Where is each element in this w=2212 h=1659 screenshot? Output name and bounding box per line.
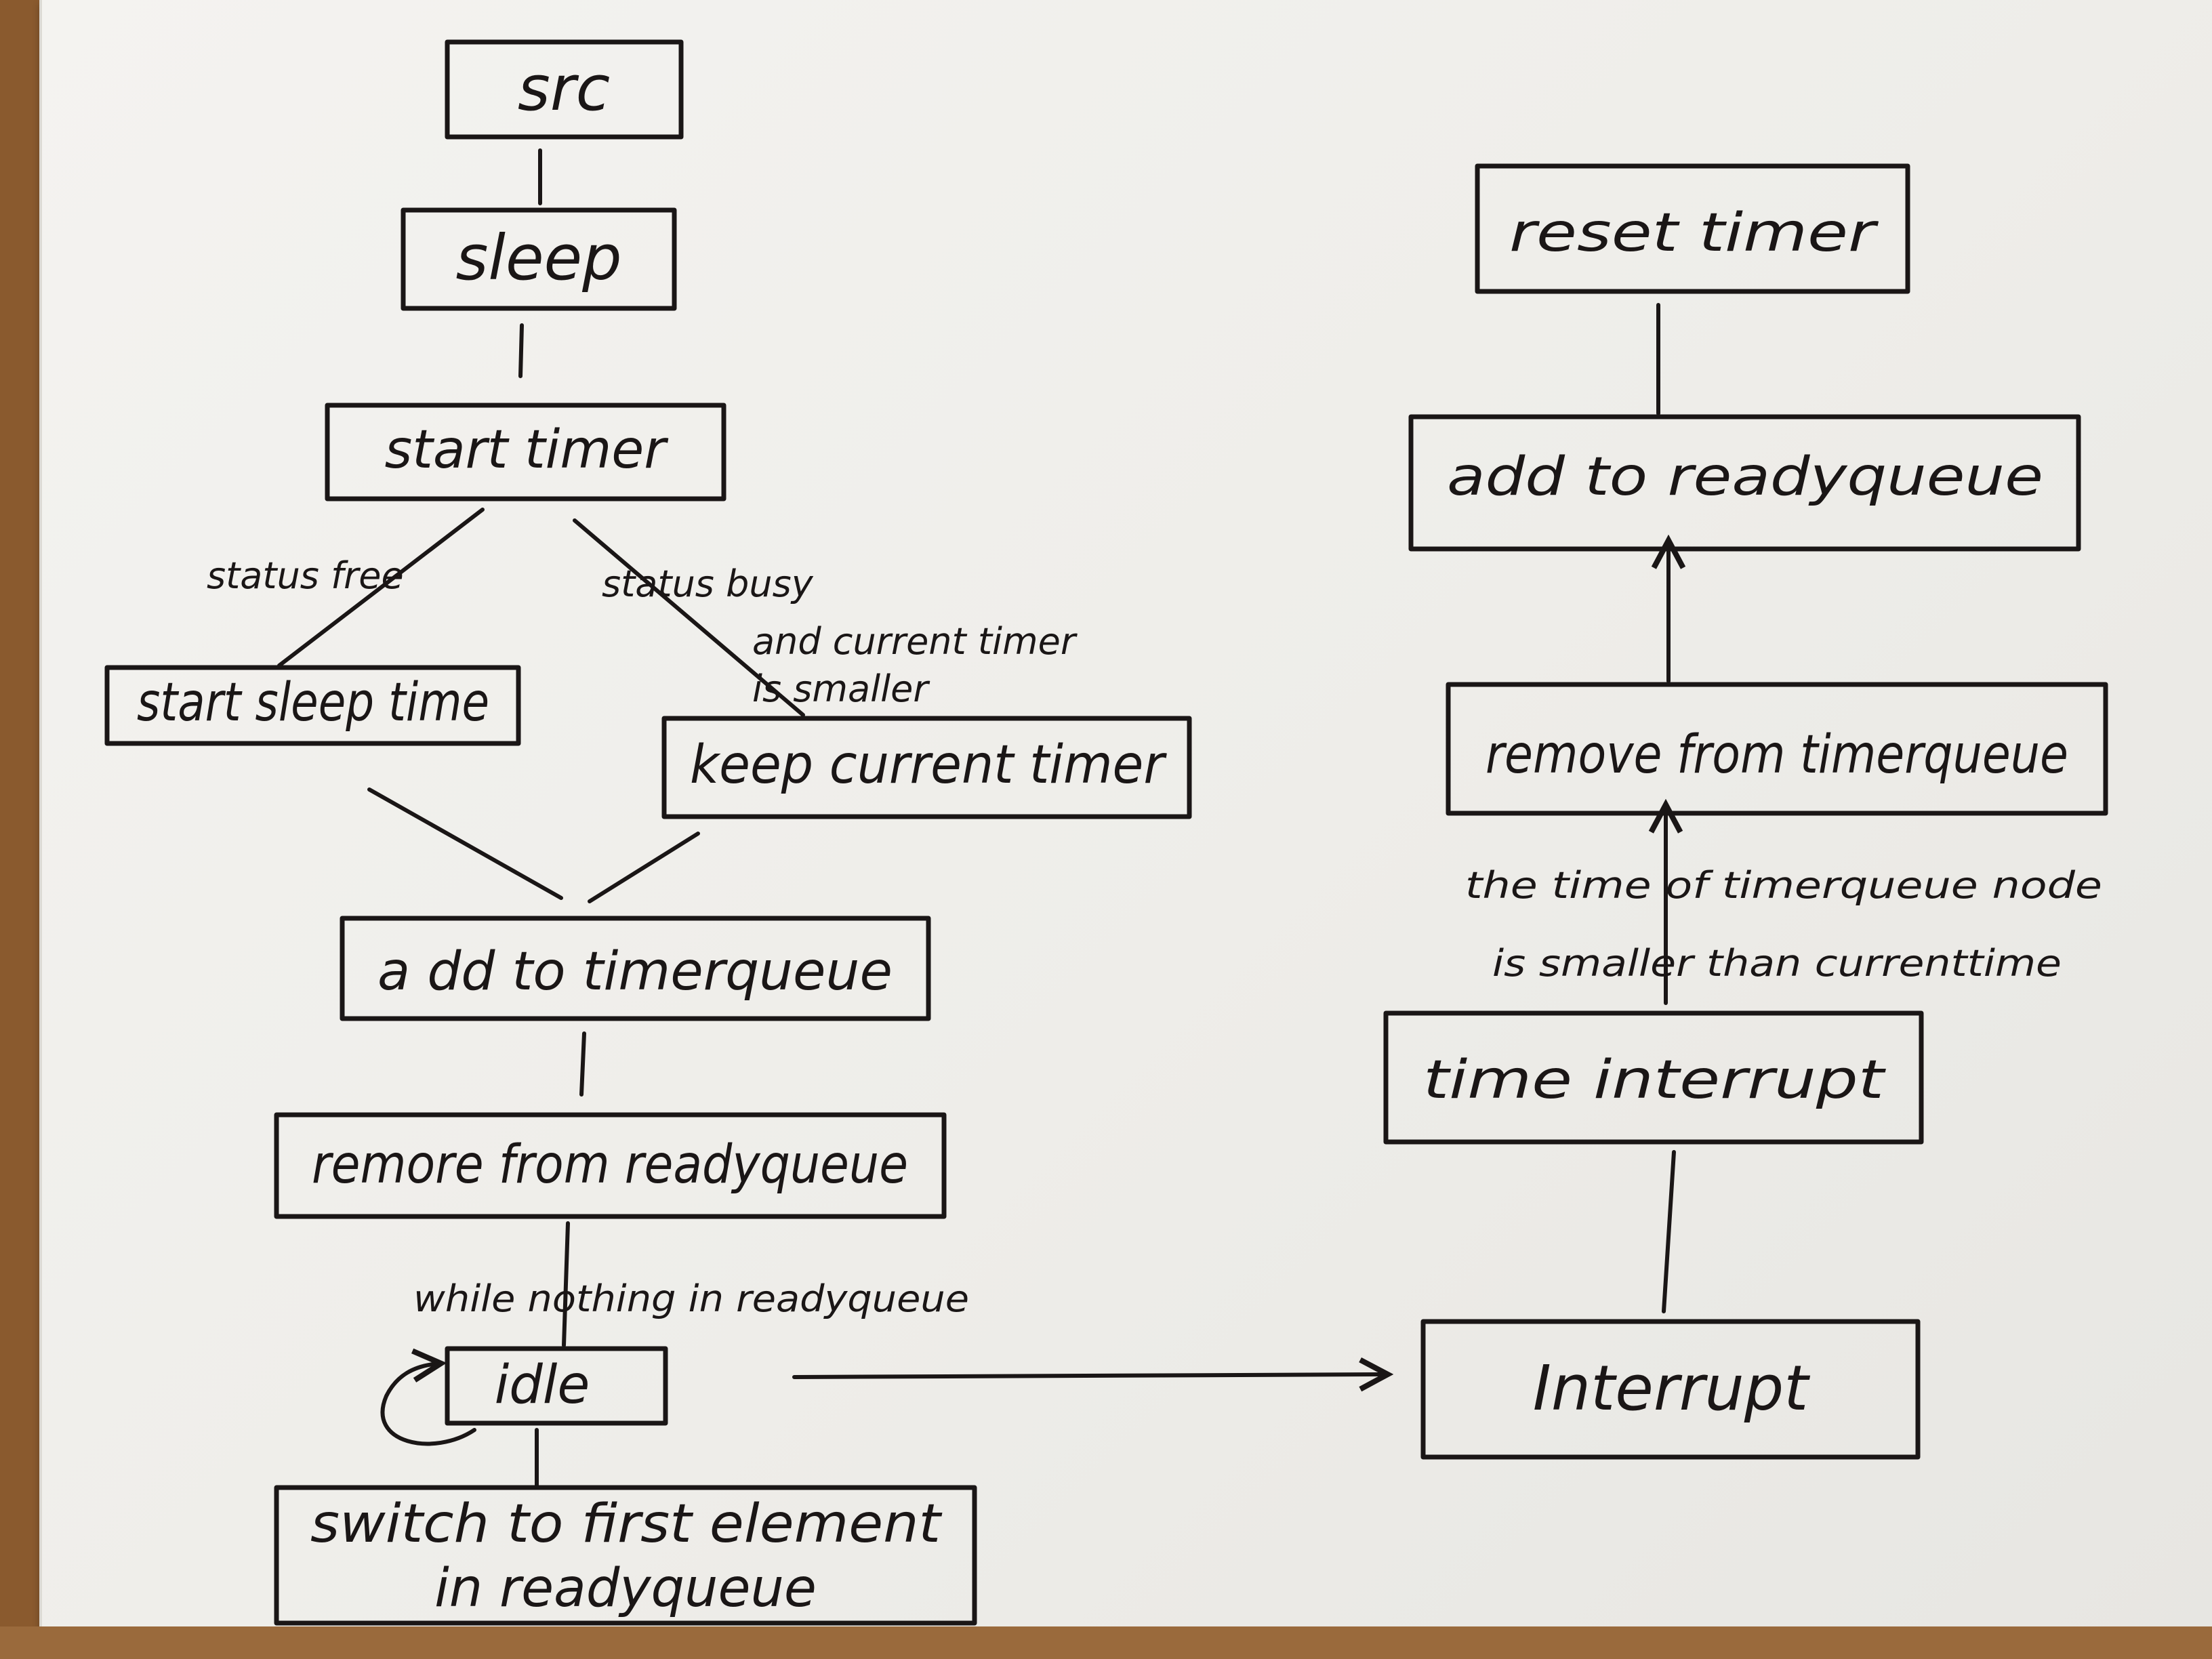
node-add-to-readyqueue: add to readyqueue [1408, 414, 2081, 552]
edge-sleep-starttimer [518, 323, 524, 378]
node-src: src [445, 39, 684, 140]
node-switch-first-element: switch to first element in readyqueue [274, 1485, 977, 1626]
node-sleep-label: sleep [455, 222, 621, 294]
edge-addtimerqueue-removeready [579, 1031, 586, 1097]
edge-sleeptime-addtimerqueue [367, 787, 563, 900]
edge-keeptimer-addtimerqueue [588, 832, 700, 903]
node-switch-line2: in readyqueue [434, 1558, 817, 1619]
edge-interrupt-timeint [1662, 1150, 1676, 1313]
node-start-timer-label: start timer [385, 419, 670, 480]
label-status-busy-2: and current timer [752, 620, 1078, 663]
label-status-busy-1: status busy [602, 562, 814, 605]
label-timer-cond-2: is smaller than currenttime [1492, 942, 2062, 985]
node-switch-line1: switch to first element [310, 1494, 943, 1555]
node-reset-timer-label: reset timer [1509, 203, 1879, 264]
node-keep-current-timer: keep current timer [661, 716, 1192, 819]
node-add-to-readyqueue-label: add to readyqueue [1447, 447, 2043, 508]
node-remove-from-timerqueue: remove from timerqueue [1446, 682, 2108, 816]
label-status-busy-3: is smaller [752, 668, 930, 710]
label-status-free: status free [207, 554, 404, 597]
node-remove-from-timerqueue-label: remove from timerqueue [1486, 724, 2068, 785]
edge-idle-selfloop [380, 1364, 476, 1446]
node-start-timer: start timer [325, 403, 726, 501]
edge-idle-interrupt [792, 1374, 1386, 1377]
edge-removeready-idle [562, 1221, 570, 1347]
node-keep-current-timer-label: keep current timer [690, 735, 1168, 796]
table-edge [0, 1626, 2212, 1659]
node-interrupt-label: Interrupt [1533, 1352, 1810, 1425]
node-start-sleep-time-label: start sleep time [137, 672, 489, 733]
label-while-nothing: while nothing in readyqueue [413, 1277, 969, 1320]
node-add-to-timerqueue-label: a dd to timerqueue [377, 941, 893, 1002]
node-start-sleep-time: start sleep time [104, 665, 521, 746]
node-reset-timer: reset timer [1475, 163, 1910, 294]
node-idle: idle [445, 1346, 668, 1426]
node-time-interrupt: time interrupt [1383, 1010, 1924, 1145]
label-timer-cond-1: the time of timerqueue node [1465, 864, 2102, 907]
node-idle-label: idle [495, 1355, 590, 1416]
node-interrupt: Interrupt [1420, 1319, 1921, 1460]
edge-starttimer-keeptimer [573, 518, 805, 717]
node-time-interrupt-label: time interrupt [1423, 1050, 1886, 1111]
node-sleep: sleep [401, 207, 677, 311]
node-remove-from-readyqueue: remore from readyqueue [274, 1112, 947, 1219]
edge-starttimer-sleeptime [277, 508, 485, 668]
node-remove-from-readyqueue-label: remore from readyqueue [312, 1134, 908, 1195]
node-src-label: src [518, 52, 610, 125]
node-add-to-timerqueue: a dd to timerqueue [340, 916, 931, 1021]
